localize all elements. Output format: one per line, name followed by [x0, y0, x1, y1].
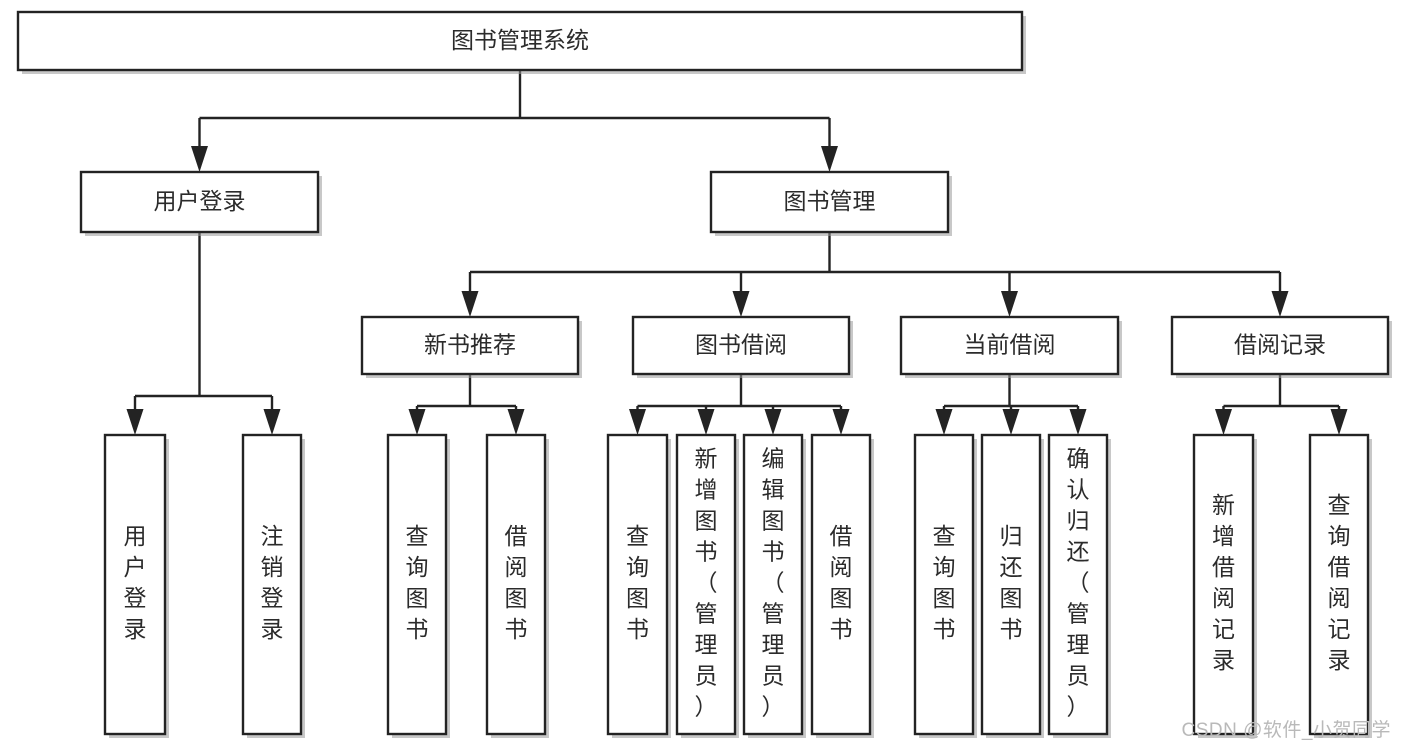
node-root[interactable]: 图书管理系统 [16, 10, 1026, 74]
node-box[interactable] [606, 433, 669, 736]
node-label: 图书借阅 [695, 332, 787, 358]
node-book-manage[interactable]: 图书管理 [709, 170, 952, 236]
connector-group-root [191, 70, 838, 172]
node-label: 新书推荐 [424, 332, 516, 358]
node-box[interactable] [810, 433, 872, 736]
node-box[interactable] [675, 433, 737, 736]
node-box[interactable] [913, 433, 975, 736]
node-layer: 图书管理系统用户登录图书管理新书推荐图书借阅当前借阅借阅记录用户登录注销登录查询… [16, 10, 1392, 738]
node-box[interactable] [485, 433, 547, 736]
node-leaf-user-login[interactable]: 用户登录 [103, 433, 169, 738]
connector-group-current-borrow [935, 374, 1087, 435]
connector-group-book-borrow [629, 374, 850, 435]
node-leaf-query-book-1[interactable]: 查询图书 [386, 433, 450, 738]
node-user-login[interactable]: 用户登录 [79, 170, 322, 236]
node-label: 新增图书（管理员） [695, 446, 718, 720]
connector-layer [126, 70, 1348, 435]
node-leaf-borrow-book-1[interactable]: 借阅图书 [485, 433, 549, 738]
node-box[interactable] [79, 170, 320, 234]
node-leaf-add-book-admin[interactable]: 新增图书（管理员） [675, 433, 739, 738]
node-box[interactable] [980, 433, 1042, 736]
connector-group-borrow-record [1215, 374, 1348, 435]
node-box[interactable] [742, 433, 804, 736]
node-leaf-logout-login[interactable]: 注销登录 [241, 433, 305, 738]
node-box[interactable] [899, 315, 1120, 376]
node-new-book-recommend[interactable]: 新书推荐 [360, 315, 582, 378]
node-label: 借阅图书 [830, 523, 853, 642]
node-leaf-confirm-return-admin[interactable]: 确认归还（管理员） [1047, 433, 1111, 738]
node-label: 图书管理系统 [451, 27, 589, 53]
node-borrow-record[interactable]: 借阅记录 [1170, 315, 1392, 378]
node-box[interactable] [1308, 433, 1370, 736]
node-box[interactable] [16, 10, 1024, 72]
node-label: 用户登录 [124, 523, 147, 642]
node-label: 归还图书 [1000, 523, 1023, 642]
node-leaf-return-book[interactable]: 归还图书 [980, 433, 1044, 738]
node-box[interactable] [360, 315, 580, 376]
node-box[interactable] [631, 315, 851, 376]
node-label: 查询借阅记录 [1328, 492, 1351, 673]
node-leaf-query-book-3[interactable]: 查询图书 [913, 433, 977, 738]
node-leaf-query-borrow-record[interactable]: 查询借阅记录 [1308, 433, 1372, 738]
node-label: 借阅记录 [1234, 332, 1326, 358]
node-book-borrow[interactable]: 图书借阅 [631, 315, 853, 378]
node-leaf-add-borrow-record[interactable]: 新增借阅记录 [1192, 433, 1257, 738]
node-leaf-edit-book-admin[interactable]: 编辑图书（管理员） [742, 433, 806, 738]
node-current-borrow[interactable]: 当前借阅 [899, 315, 1122, 378]
node-box[interactable] [1047, 433, 1109, 736]
connector-group-book-manage [461, 232, 1289, 317]
node-label: 借阅图书 [505, 523, 528, 642]
node-label: 注销登录 [261, 523, 284, 642]
node-label: 编辑图书（管理员） [762, 446, 785, 720]
node-box[interactable] [1192, 433, 1255, 736]
node-leaf-query-book-2[interactable]: 查询图书 [606, 433, 671, 738]
connector-group-new-book-recommend [408, 374, 525, 435]
node-label: 新增借阅记录 [1212, 492, 1235, 673]
node-box[interactable] [1170, 315, 1390, 376]
node-label: 查询图书 [933, 523, 956, 642]
node-box[interactable] [103, 433, 167, 736]
node-box[interactable] [709, 170, 950, 234]
node-box[interactable] [241, 433, 303, 736]
node-box[interactable] [386, 433, 448, 736]
node-label: 查询图书 [626, 523, 649, 642]
node-label: 查询图书 [406, 523, 429, 642]
node-label: 当前借阅 [964, 332, 1056, 358]
connector-group-user-login [126, 232, 281, 435]
node-label: 确认归还（管理员） [1067, 446, 1090, 720]
node-label: 用户登录 [154, 188, 246, 214]
node-label: 图书管理 [784, 188, 876, 214]
node-leaf-borrow-book-2[interactable]: 借阅图书 [810, 433, 874, 738]
